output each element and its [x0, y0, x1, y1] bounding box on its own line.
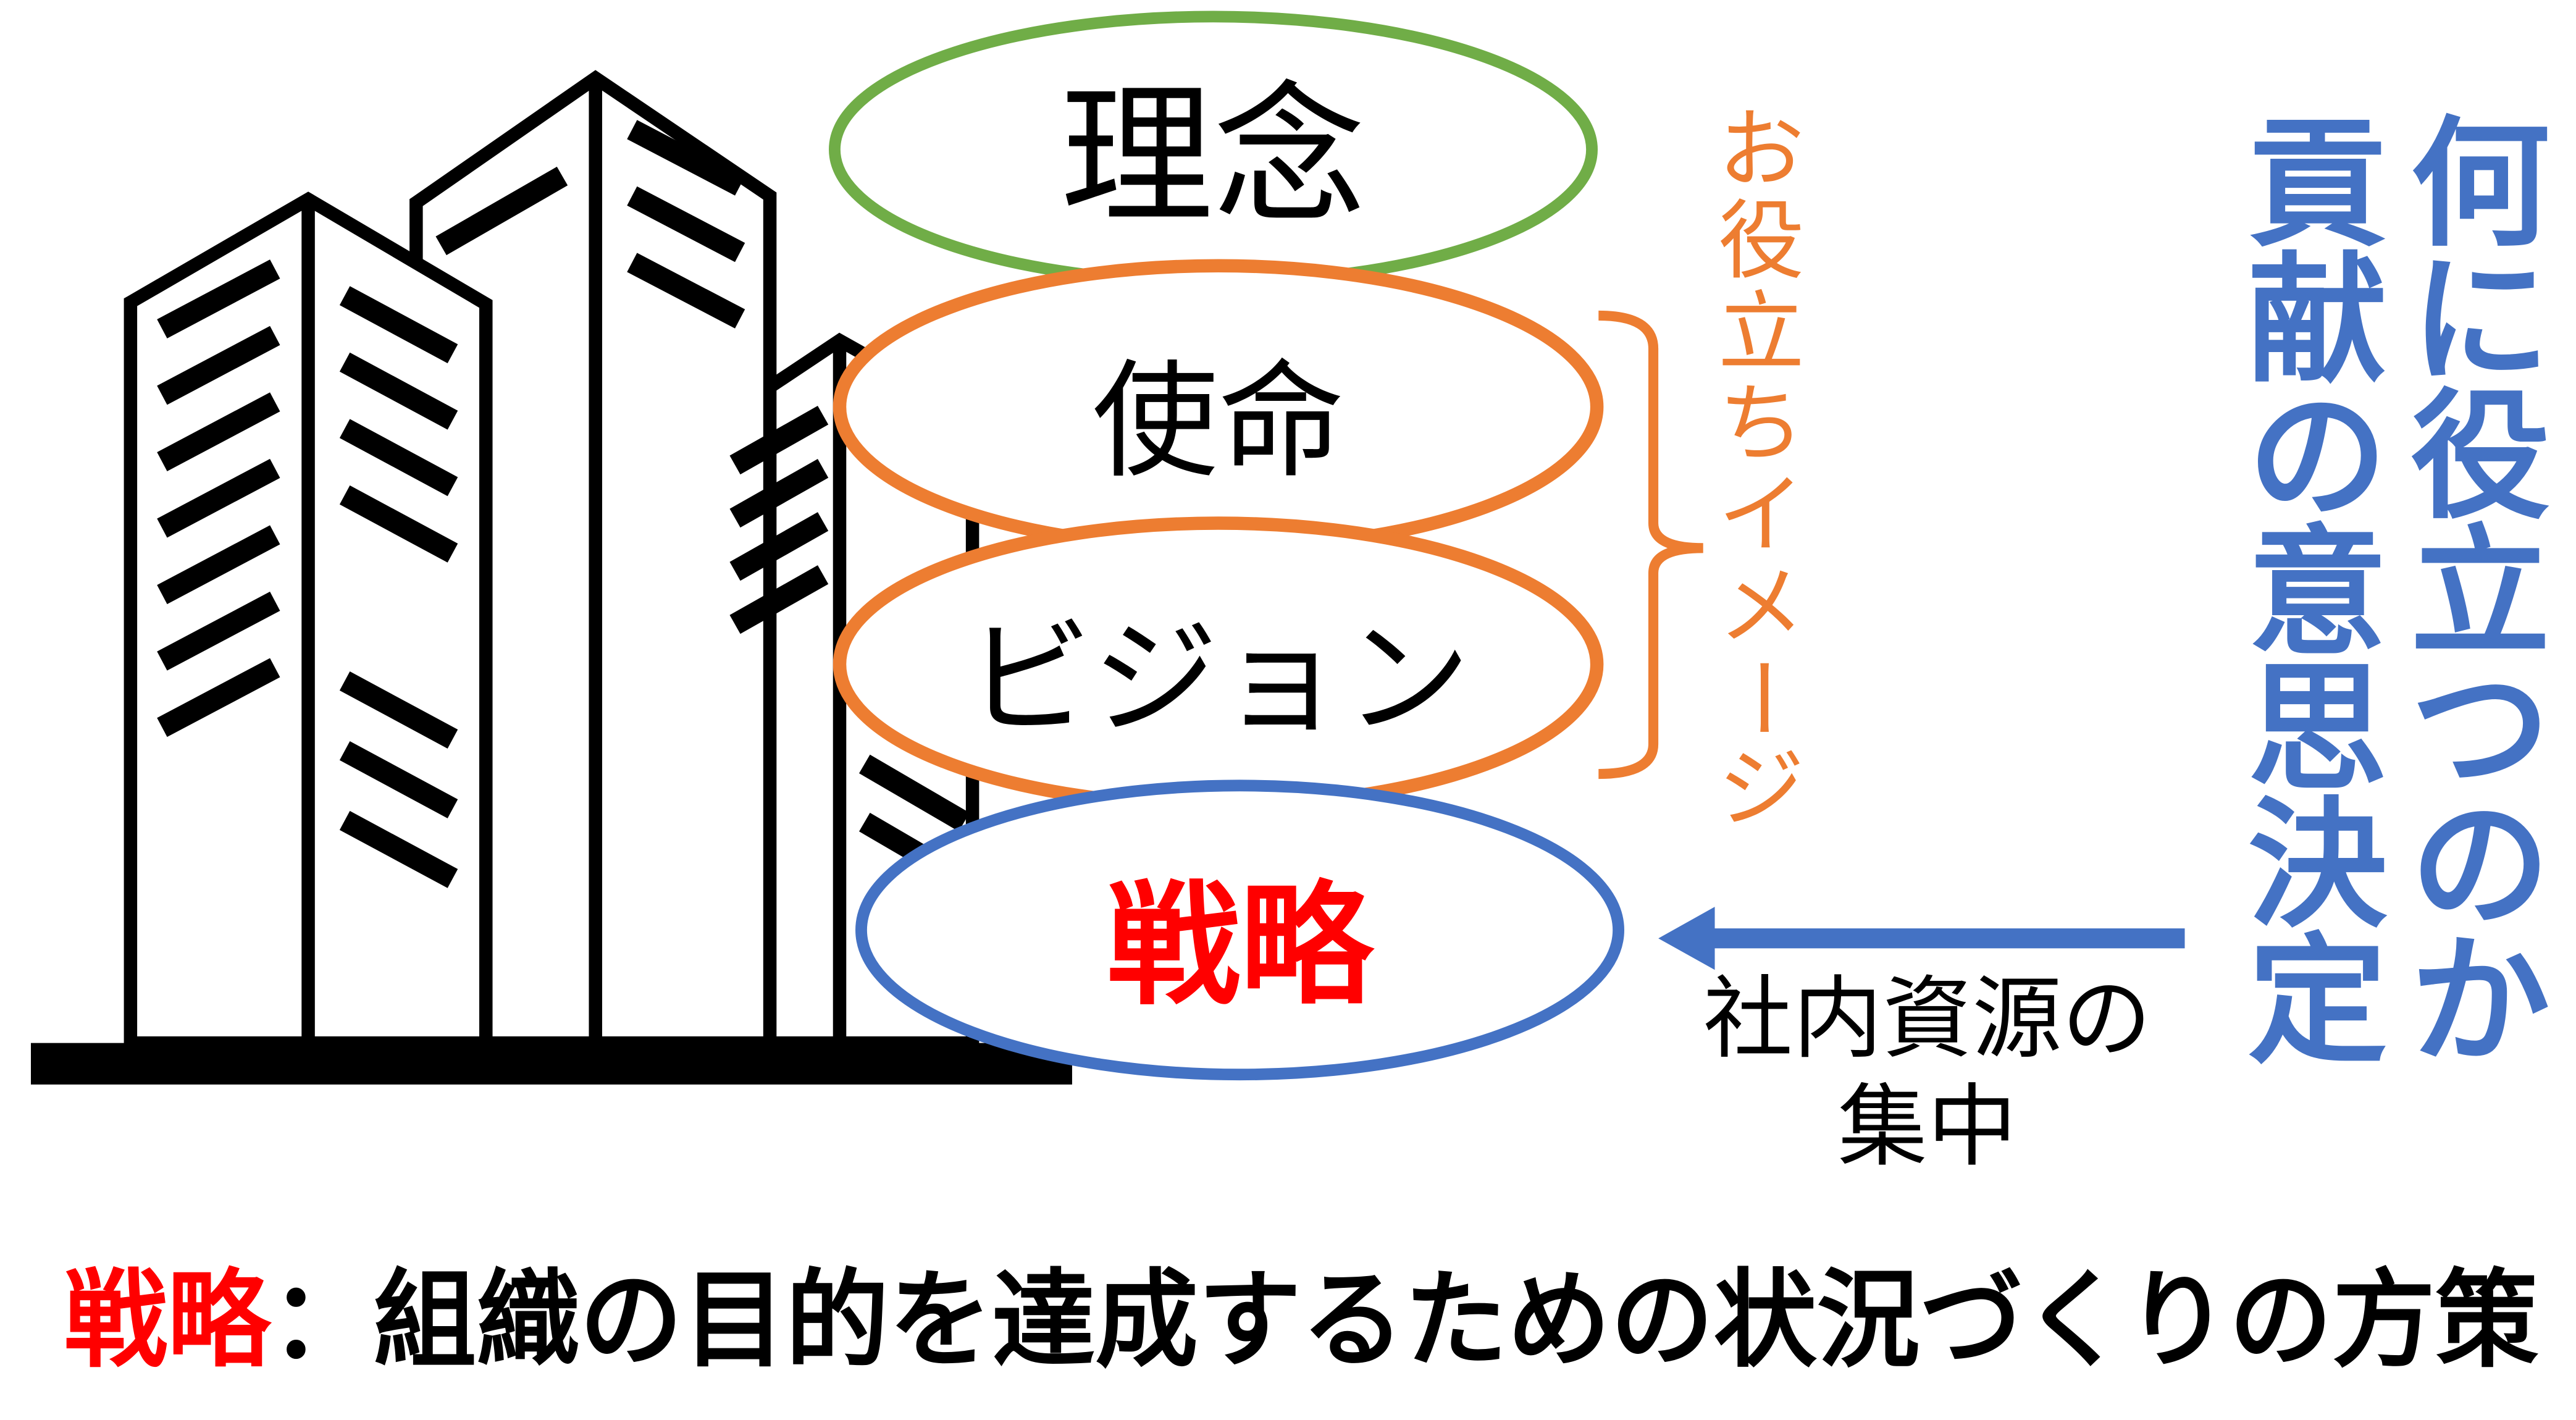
svg-text:メ: メ — [1718, 556, 1805, 657]
svg-text:立: 立 — [1718, 282, 1805, 382]
svg-text:献: 献 — [2248, 240, 2388, 402]
building-window-stripes — [157, 120, 970, 890]
svg-text:か: か — [2410, 920, 2550, 1083]
what-to-be-useful-for-column: 何 に 役 立 つ の か — [2410, 103, 2550, 1083]
ground-bar — [31, 1043, 1072, 1085]
svg-text:決: 決 — [2248, 784, 2388, 947]
philosophy-label: 理念 — [1060, 68, 1366, 246]
svg-text:役: 役 — [2410, 376, 2550, 538]
brace-icon — [1598, 310, 1703, 779]
vision-label: ビジョン — [966, 606, 1471, 753]
svg-text:立: 立 — [2410, 512, 2550, 674]
strategy-ellipse — [855, 779, 1624, 1081]
mission-label: 使命 — [1092, 348, 1345, 495]
svg-text:の: の — [2410, 784, 2550, 947]
svg-text:定: 定 — [2248, 920, 2388, 1083]
buildings-illustration — [124, 70, 980, 1050]
svg-text:ち: ち — [1718, 373, 1805, 474]
svg-text:お: お — [1718, 99, 1805, 200]
svg-text:意: 意 — [2248, 512, 2388, 674]
arrow-left-icon — [1658, 907, 2185, 970]
strategy-label: 戦略 — [1107, 868, 1375, 1023]
svg-text:に: に — [2410, 240, 2550, 402]
svg-text:役: 役 — [1718, 190, 1805, 291]
contribution-decision-column: 貢 献 の 意 思 決 定 — [2248, 103, 2388, 1083]
strategy-definition: 戦略：組織の目的を達成するための状況づくりの方策 — [64, 1258, 2538, 1382]
svg-text:ー: ー — [1711, 654, 1811, 741]
helpfulness-image-label: お 役 立 ち イ メ ー ジ — [1711, 99, 1811, 839]
definition-text: ：組織の目的を達成するための状況づくりの方策 — [271, 1258, 2539, 1382]
arrow-label-line2: 集中 — [1838, 1075, 2017, 1179]
svg-text:の: の — [2248, 376, 2388, 538]
definition-term: 戦略 — [64, 1258, 272, 1382]
svg-text:ジ: ジ — [1718, 739, 1805, 839]
svg-text:貢: 貢 — [2248, 103, 2388, 266]
svg-text:思: 思 — [2248, 648, 2388, 810]
arrow-label-line1: 社内資源の — [1703, 967, 2152, 1071]
svg-text:イ: イ — [1718, 464, 1805, 565]
svg-text:つ: つ — [2410, 648, 2550, 810]
svg-text:何: 何 — [2410, 103, 2550, 266]
